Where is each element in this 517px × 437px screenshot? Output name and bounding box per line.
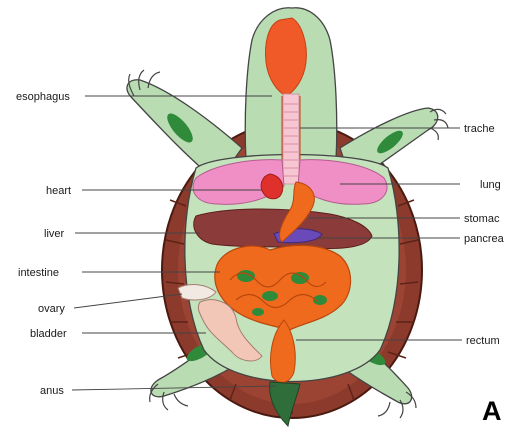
label-heart: heart — [46, 185, 71, 197]
label-trachea: trache — [464, 123, 495, 135]
label-esophagus: esophagus — [16, 91, 70, 103]
label-stomach: stomac — [464, 213, 500, 225]
label-bladder: bladder — [30, 328, 67, 340]
label-lung: lung — [480, 179, 501, 191]
label-liver: liver — [44, 228, 65, 240]
label-ovary: ovary — [38, 303, 65, 315]
panel-letter: A — [482, 396, 502, 426]
label-pancreas: pancrea — [464, 233, 505, 245]
label-rectum: rectum — [466, 335, 500, 347]
label-anus: anus — [40, 385, 64, 397]
label-intestine: intestine — [18, 267, 59, 279]
trachea-organ — [283, 94, 299, 184]
